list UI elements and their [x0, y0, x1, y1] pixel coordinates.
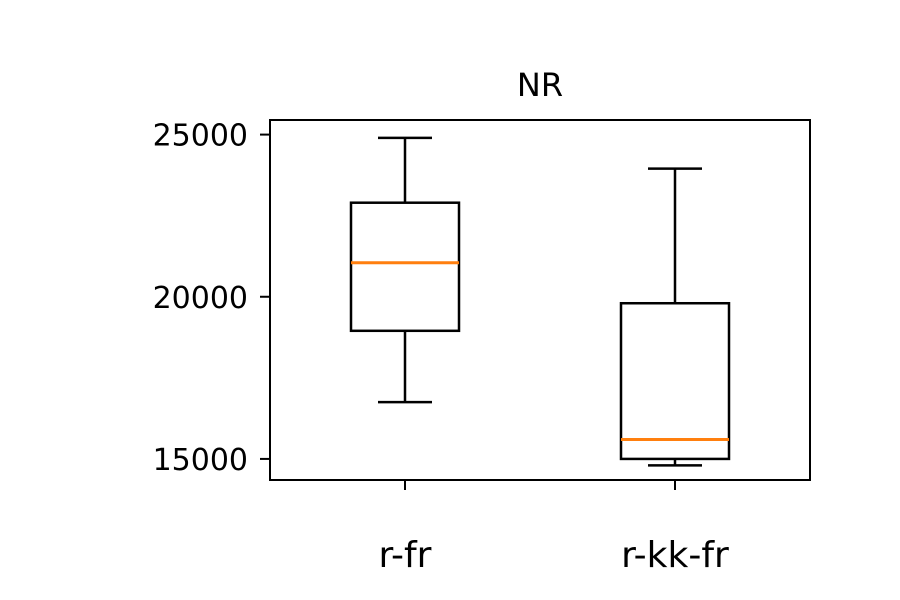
- chart-title: NR: [517, 66, 563, 104]
- y-tick-label: 20000: [153, 281, 248, 316]
- box-r-kk-fr: [619, 167, 731, 467]
- plot-area-frame: [269, 119, 811, 481]
- x-tick-label: r-fr: [379, 535, 432, 576]
- box-r-fr: [349, 136, 461, 404]
- y-tick-label: 25000: [153, 119, 248, 154]
- interquartile-box: [349, 201, 461, 333]
- y-axis: 15000 20000 25000: [153, 119, 270, 478]
- x-axis: r-fr r-kk-fr: [379, 480, 729, 576]
- y-tick-label: 15000: [153, 443, 248, 478]
- interquartile-box: [619, 301, 731, 461]
- x-tick-label: r-kk-fr: [621, 535, 729, 576]
- box-series: [349, 136, 731, 467]
